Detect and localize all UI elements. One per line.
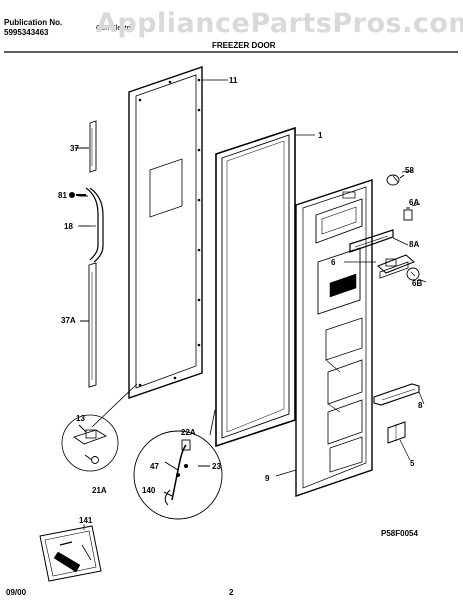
hinge-bracket-13 xyxy=(61,414,119,472)
publication-label: Publication No. xyxy=(4,18,63,27)
callout-81: 81 xyxy=(58,191,67,200)
publication-number: 5995343463 xyxy=(4,28,49,37)
callout-23: 23 xyxy=(212,462,221,471)
callout-5: 5 xyxy=(410,459,415,468)
door-liner-9 xyxy=(295,179,373,497)
callout-37A: 37A xyxy=(61,316,76,325)
outer-door-panel-11 xyxy=(128,66,203,399)
callout-8: 8 xyxy=(418,401,423,410)
callout-18: 18 xyxy=(64,222,73,231)
screw-81 xyxy=(69,192,88,198)
callout-11: 11 xyxy=(229,76,238,85)
callout-1: 1 xyxy=(318,131,323,140)
footer-date: 09/00 xyxy=(6,588,27,597)
instruction-detail-141 xyxy=(39,525,102,582)
clip-6A xyxy=(403,207,413,221)
callout-8A: 8A xyxy=(409,240,420,249)
lever-assembly-6 xyxy=(377,254,415,279)
callout-21A: 21A xyxy=(92,486,107,495)
wiring-harness-detail xyxy=(133,430,223,520)
part-6B xyxy=(406,267,420,281)
watermark-text: AppliancePartsPros.com xyxy=(96,8,463,39)
callout-140: 140 xyxy=(142,486,156,495)
callout-37: 37 xyxy=(70,144,79,153)
callout-22A: 22A xyxy=(181,428,196,437)
section-title: FREEZER DOOR xyxy=(212,41,276,50)
callout-6A: 6A xyxy=(409,198,420,207)
callout-141: 141 xyxy=(79,516,93,525)
drawing-code: P58F0054 xyxy=(381,529,418,538)
callout-6B: 6B xyxy=(412,279,423,288)
bar-8A xyxy=(349,229,394,253)
trim-strip-37A xyxy=(80,262,97,388)
drip-tray-8 xyxy=(373,383,420,406)
callout-9: 9 xyxy=(265,474,270,483)
callout-6: 6 xyxy=(331,258,336,267)
part-58 xyxy=(386,174,405,186)
model-family: Gen Electric xyxy=(96,25,135,32)
door-gasket-1 xyxy=(215,126,296,448)
callout-58: 58 xyxy=(405,166,414,175)
door-handle-18 xyxy=(78,187,104,263)
footer-page-number: 2 xyxy=(229,588,234,597)
tray-insert-5 xyxy=(387,421,406,444)
callout-47: 47 xyxy=(150,462,159,471)
callout-13: 13 xyxy=(76,414,85,423)
